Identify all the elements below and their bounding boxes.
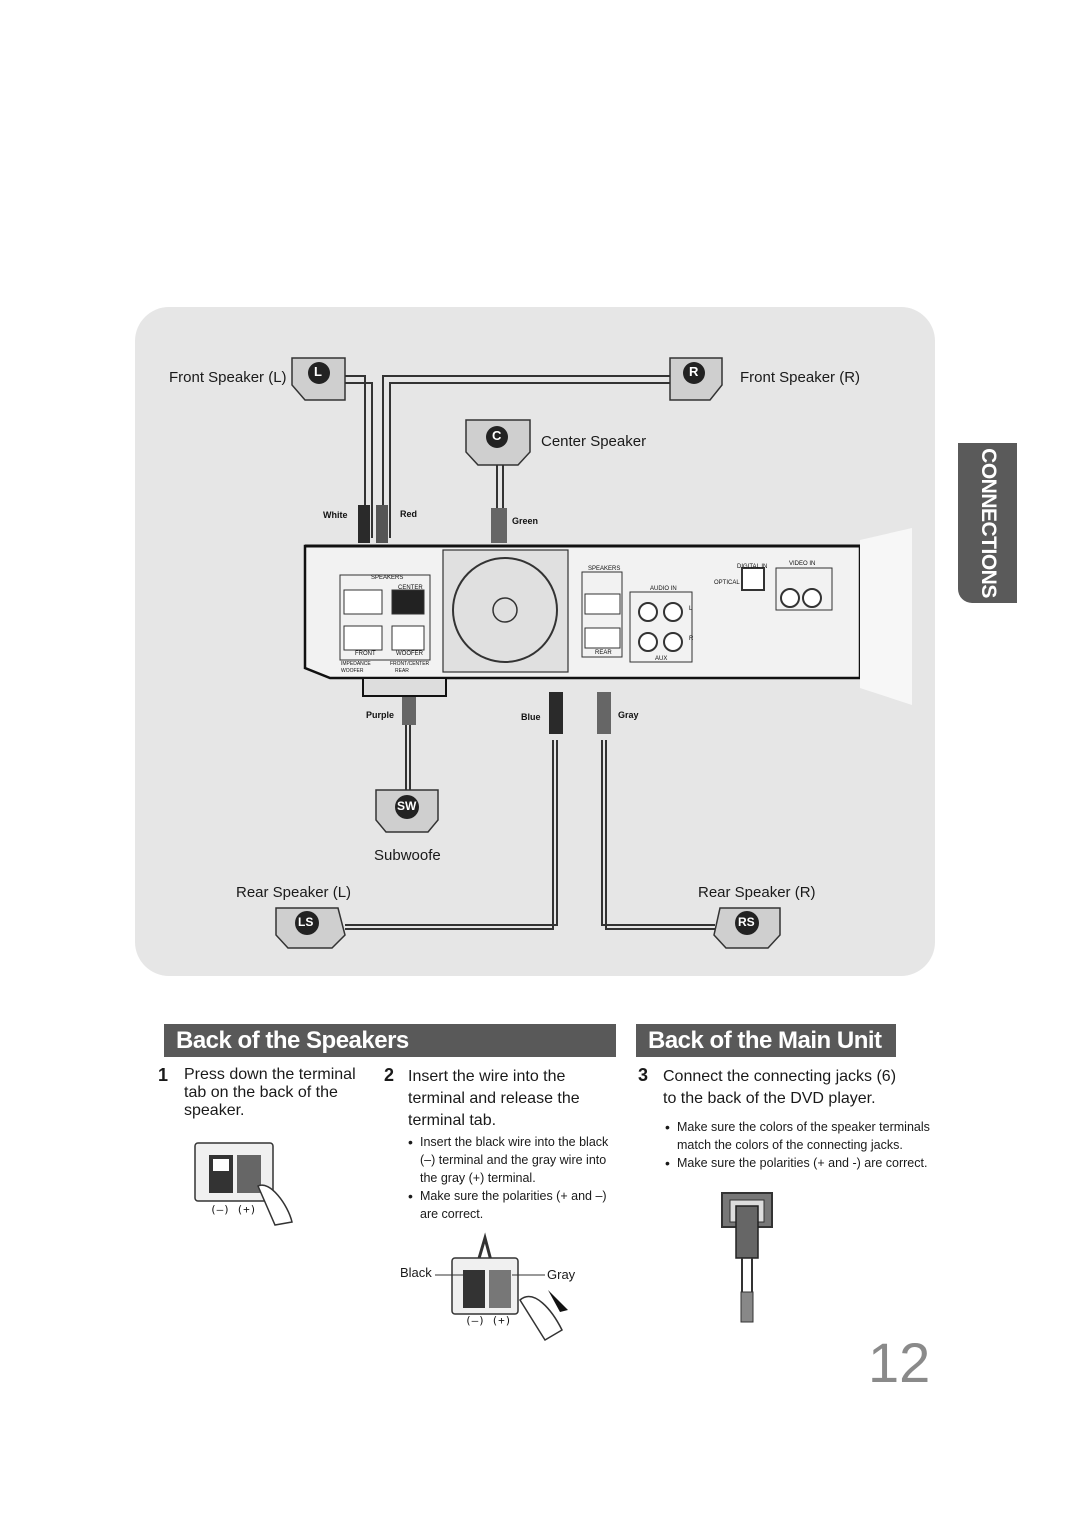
step-1-number: 1 — [158, 1065, 169, 1085]
blue-wire-label: Blue — [521, 712, 541, 722]
badge-RS-icon — [735, 911, 759, 935]
step-2-line: terminal and release the — [408, 1090, 580, 1107]
gray-wire — [601, 740, 715, 926]
purple-wire-label: Purple — [366, 710, 395, 720]
panel-speakers2-label: SPEAKERS — [588, 566, 621, 572]
panel-center-label: CENTER — [398, 585, 423, 591]
green-wire-label: Green — [512, 516, 539, 526]
step-3-number: 3 — [638, 1065, 649, 1085]
badge-L-icon — [308, 362, 330, 384]
step-2-number: 2 — [384, 1065, 395, 1085]
badge-LS-icon — [295, 911, 319, 935]
step-2-line: terminal tab. — [408, 1112, 497, 1129]
step-3-bullet: Make sure the colors of the speaker term… — [665, 1118, 950, 1154]
step2-polarity-label: (–) (+) — [465, 1314, 512, 1327]
badge-sw-text: SW — [397, 799, 417, 813]
panel-front-center-label: FRONT/CENTER — [390, 661, 430, 667]
step-2-line: Insert the wire into the — [408, 1068, 566, 1085]
green-connector — [491, 508, 507, 543]
white-connector — [358, 505, 370, 543]
badge-rs-text: RS — [738, 915, 755, 929]
badge-SW-icon — [395, 795, 419, 819]
panel-front-label: FRONT — [355, 651, 376, 657]
rear-speaker-left-label: Rear Speaker (L) — [236, 884, 352, 901]
step3-jack-illustration — [721, 1192, 773, 1323]
step-3-line: Connect the connecting jacks (6) — [663, 1068, 897, 1085]
blue-wire — [345, 740, 558, 926]
front-speaker-right-label: Front Speaker (R) — [740, 369, 861, 386]
red-wire-label: Red — [400, 509, 418, 519]
panel-r-label: R — [689, 636, 694, 642]
subwoofer-label: Subwoofe — [374, 847, 441, 864]
panel-rear-label: REAR — [595, 650, 612, 656]
center-speaker-label: Center Speaker — [541, 433, 647, 450]
step-3-line: to the back of the DVD player. — [663, 1090, 876, 1107]
badge-ls-text: LS — [298, 915, 314, 929]
step-1-line: Press down the terminal — [184, 1066, 356, 1083]
step1-terminal-illustration — [194, 1142, 293, 1226]
black-terminal-label: Black — [400, 1265, 432, 1280]
connections-side-tab: CONNECTIONS — [958, 443, 1017, 603]
red-wire — [382, 375, 679, 538]
red-connector — [376, 505, 388, 543]
step-1-text: Press down the terminal tab on the back … — [184, 1066, 356, 1120]
step-2-bullet: Insert the black wire into the black (–)… — [408, 1133, 623, 1187]
step-1-line: tab on the back of the — [184, 1084, 338, 1101]
gray-connector — [597, 692, 611, 734]
panel-speakers-label: SPEAKERS — [371, 575, 404, 581]
step1-polarity-label: (–) (+) — [210, 1203, 257, 1216]
back-of-main-unit-header: Back of the Main Unit — [636, 1024, 896, 1057]
gray-terminal-label: Gray — [547, 1267, 576, 1282]
panel-impedance-label: IMPEDANCE — [341, 661, 371, 667]
badge-c-text: C — [492, 428, 502, 443]
back-of-speakers-header: Back of the Speakers — [164, 1024, 616, 1057]
step-1-line: speaker. — [184, 1102, 245, 1119]
panel-aux-label: AUX — [655, 656, 668, 662]
step-3-bullet: Make sure the polarities (+ and -) are c… — [665, 1154, 950, 1172]
badge-R-icon — [683, 362, 705, 384]
white-wire — [345, 375, 366, 538]
panel-woofer-ohm-label: WOOFER — [341, 668, 364, 674]
panel-video-in-label: VIDEO IN — [789, 561, 816, 567]
front-speaker-left-label: Front Speaker (L) — [169, 369, 287, 386]
step-2-bullets: Insert the black wire into the black (–)… — [408, 1133, 623, 1223]
rear-speaker-right-label: Rear Speaker (R) — [698, 884, 816, 901]
step2-terminal-illustration — [435, 1232, 568, 1342]
purple-connector — [402, 697, 416, 725]
page-number: 12 — [868, 1331, 931, 1394]
step-3-text: Connect the connecting jacks (6) to the … — [663, 1066, 896, 1110]
gray-wire-label: Gray — [618, 710, 639, 720]
step-2-text: Insert the wire into the terminal and re… — [408, 1066, 580, 1132]
panel-l-label: L — [689, 606, 693, 612]
badge-fl-text: L — [314, 364, 322, 379]
main-unit-back-panel — [303, 528, 912, 705]
badge-fr-text: R — [689, 364, 699, 379]
panel-rear-small-label: REAR — [395, 668, 409, 674]
step-3-bullets: Make sure the colors of the speaker term… — [665, 1118, 950, 1172]
panel-woofer-label: WOOFER — [396, 651, 423, 657]
cooling-fan — [442, 549, 569, 673]
arrow-icon — [548, 1290, 568, 1312]
blue-connector — [549, 692, 563, 734]
panel-optical-label: OPTICAL — [714, 580, 740, 586]
panel-audio-in-label: AUDIO IN — [650, 586, 677, 592]
step-2-bullet: Make sure the polarities (+ and –) are c… — [408, 1187, 623, 1223]
white-wire-label: White — [323, 510, 348, 520]
panel-digital-in-label: DIGITAL IN — [737, 564, 768, 570]
badge-C-icon — [486, 426, 508, 448]
